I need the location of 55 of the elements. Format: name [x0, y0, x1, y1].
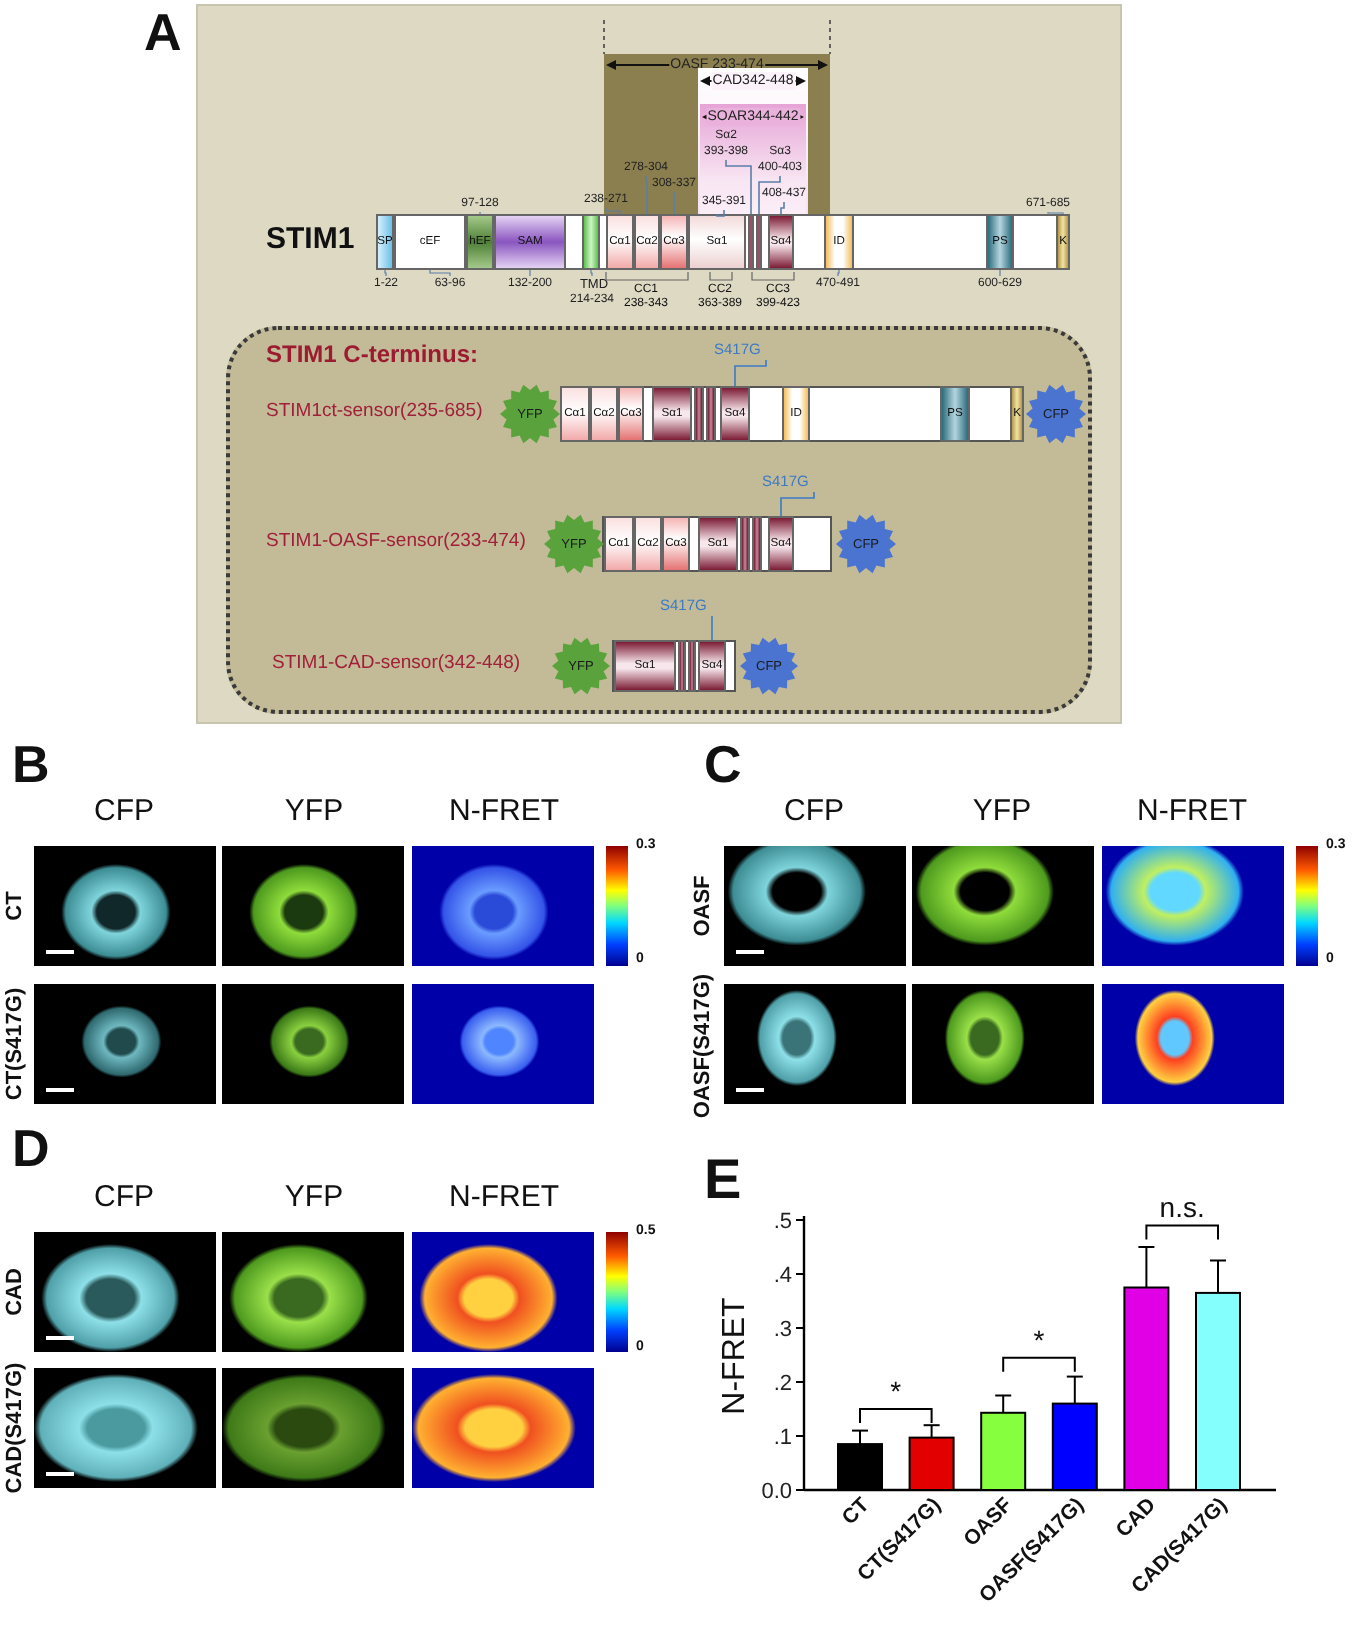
construct-name: STIM1-OASF-sensor(233-474) [266, 532, 526, 554]
group-title: STIM1 C-terminus: [266, 340, 479, 368]
significance-mark: n.s. [1159, 1191, 1205, 1224]
panel-letter: D [12, 1120, 50, 1180]
leader-line [673, 191, 675, 215]
column-header: N-FRET [449, 1180, 559, 1215]
domain-segment [752, 516, 762, 572]
region-band [698, 68, 808, 214]
significance-mark: * [1033, 1323, 1045, 1356]
leader-line [780, 491, 815, 517]
tick-label: 0.0 [761, 1480, 792, 1504]
column-header: CFP [784, 794, 844, 829]
leader-line [725, 159, 752, 215]
column-header: YFP [972, 794, 1032, 829]
leader-line [645, 175, 648, 215]
tick-label: .3 [773, 1318, 792, 1342]
leader-line [716, 209, 725, 217]
axis-title: N-FRET [718, 1297, 752, 1415]
column-header: CFP [94, 794, 154, 829]
column-header: N-FRET [1137, 794, 1247, 829]
domain-segment [694, 386, 704, 442]
leader-line [780, 201, 785, 215]
panel-letter: C [704, 736, 742, 796]
domain-segment [740, 516, 750, 572]
leader-line [711, 615, 713, 641]
row-label: OASF [691, 875, 717, 937]
region-band [700, 104, 806, 214]
construct-name: STIM1ct-sensor(235-685) [266, 402, 483, 424]
protein-name: STIM1 [266, 222, 355, 256]
column-header: CFP [94, 1180, 154, 1215]
domain-segment [748, 214, 754, 270]
panel-letter: A [144, 4, 182, 64]
row-label: CT [3, 891, 29, 921]
domain-segment [756, 214, 762, 270]
row-label: OASF(S417G) [691, 973, 717, 1119]
tick-label: .2 [773, 1372, 792, 1396]
tick-label: .4 [773, 1264, 792, 1288]
domain-segment [688, 640, 696, 692]
leader-line [734, 359, 767, 387]
domain-segment [706, 386, 716, 442]
panel-letter: B [12, 736, 50, 796]
domain-segment [678, 640, 686, 692]
significance-mark: * [890, 1375, 902, 1407]
column-header: N-FRET [449, 794, 559, 829]
tick-label: .5 [773, 1210, 792, 1234]
column-header: YFP [284, 1180, 344, 1215]
construct-name: STIM1-CAD-sensor(342-448) [272, 654, 521, 676]
group-panel [226, 326, 1092, 714]
row-label: CT(S417G) [3, 987, 29, 1101]
row-label: CAD [3, 1268, 29, 1316]
leader-line [758, 175, 781, 215]
column-header: YFP [284, 794, 344, 829]
row-label: CAD(S417G) [3, 1362, 29, 1494]
tick-label: .1 [773, 1426, 792, 1450]
panel-letter: E [704, 1148, 742, 1213]
